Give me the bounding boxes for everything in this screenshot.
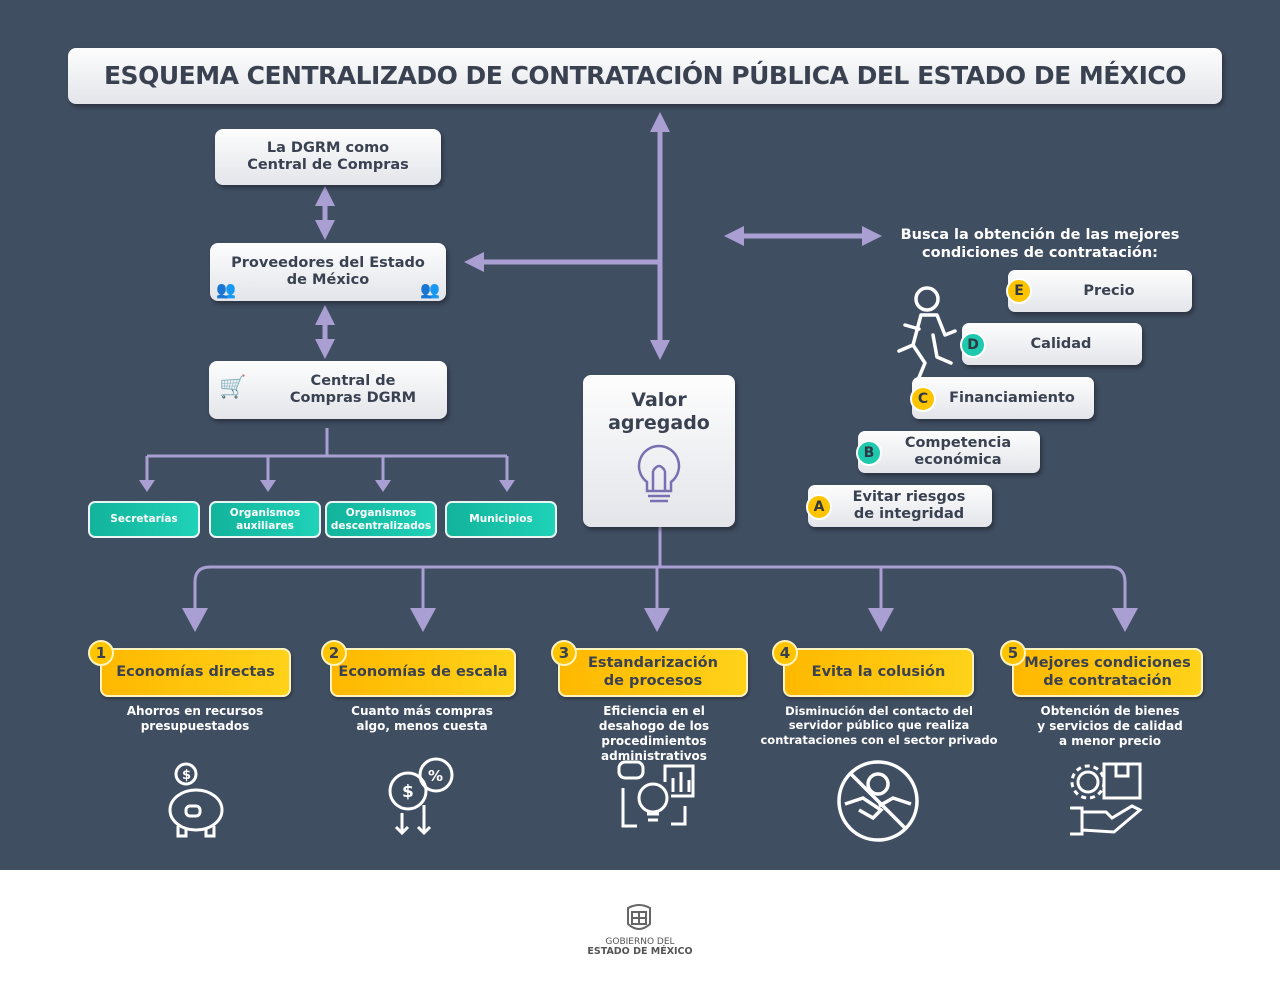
page-title: ESQUEMA CENTRALIZADO DE CONTRATACIÓN PÚB…: [68, 48, 1222, 104]
entity-municipios: Municipios: [445, 501, 557, 538]
discount-icon: $%: [388, 757, 454, 836]
people-icon: 👥: [420, 279, 440, 299]
step-letter-d: D: [960, 332, 986, 358]
benefit-2-desc: Cuanto más compras algo, menos cuesta: [351, 704, 493, 733]
tree-lines: [145, 428, 509, 482]
benefit-5-title: Mejores condiciones de contratación: [1012, 648, 1203, 697]
step-calidad: Calidad: [962, 323, 1142, 365]
connector-arrows: [139, 112, 1138, 632]
hand-box-gear-icon: [1070, 762, 1143, 836]
benefit-5-desc: Obtención de bienes y servicios de calid…: [1037, 704, 1183, 748]
store-cart-icon: 🛒: [219, 375, 247, 400]
benefit-4-number: 4: [772, 640, 798, 666]
step-label: Calidad: [1030, 335, 1092, 352]
footer-line2: ESTADO DE MÉXICO: [587, 946, 693, 958]
benefit-2-number: 2: [321, 640, 347, 666]
proveedores-box: Proveedores del Estado de México 👥 👥: [210, 243, 446, 301]
benefit-4-desc: Disminución del contacto del servidor pú…: [760, 704, 998, 747]
benefit-1-title: Economías directas: [100, 648, 291, 697]
people-icon: 👥: [216, 279, 236, 299]
step-financiamiento: Financiamiento: [912, 377, 1094, 419]
footer-line1: GOBIERNO DEL: [605, 937, 675, 947]
conditions-header: Busca la obtención de las mejores condic…: [900, 227, 1180, 262]
step-letter-c: C: [910, 386, 936, 412]
footer: GOBIERNO DEL ESTADO DE MÉXICO: [0, 870, 1280, 991]
valor-agregado-label: Valor agregado: [608, 389, 710, 434]
footer-logo-text: GOBIERNO DEL ESTADO DE MÉXICO: [560, 937, 720, 958]
step-evitar-riesgos: Evitar riesgos de integridad: [808, 485, 992, 527]
benefit-3-desc: Eficiencia en el desahogo de los procedi…: [598, 704, 710, 763]
entity-organismos-auxiliares: Organismos auxiliares: [209, 501, 321, 538]
proveedores-label: Proveedores del Estado de México: [231, 254, 425, 288]
step-precio: Precio: [1008, 270, 1192, 312]
svg-text:$: $: [182, 768, 191, 783]
benefit-1-desc: Ahorros en recursos presupuestados: [126, 704, 264, 733]
entity-organismos-descentralizados: Organismos descentralizados: [325, 501, 437, 538]
step-label: Precio: [1083, 282, 1135, 299]
process-idea-icon: [617, 760, 695, 828]
benefits-branch-lines: [193, 527, 1127, 610]
benefit-5-title-text: Mejores condiciones de contratación: [1024, 655, 1191, 689]
lightbulb-icon: [637, 444, 681, 502]
entity-secretarias: Secretarías: [88, 501, 200, 538]
benefit-2-title: Economías de escala: [330, 648, 516, 697]
no-bribe-icon: [837, 760, 919, 842]
benefit-3-number: 3: [551, 640, 577, 666]
valor-agregado-box: Valor agregado: [583, 375, 735, 527]
step-label: Evitar riesgos de integridad: [852, 489, 966, 522]
government-seal-logo: [627, 904, 651, 930]
benefit-4-title: Evita la colusión: [783, 648, 974, 697]
step-letter-a: A: [806, 494, 832, 520]
central-label: Central de Compras DGRM: [289, 372, 417, 406]
piggy-bank-icon: $: [168, 762, 224, 838]
person-climbing-icon: [897, 286, 957, 389]
dgrm-label: La DGRM como Central de Compras: [247, 139, 409, 173]
svg-text:%: %: [428, 767, 443, 785]
benefit-3-title: Estandarización de procesos: [558, 648, 748, 697]
step-label: Financiamiento: [949, 389, 1075, 406]
step-letter-b: B: [856, 440, 882, 466]
benefit-1-number: 1: [88, 640, 114, 666]
benefit-3-title-text: Estandarización de procesos: [588, 655, 718, 689]
central-compras-box: 🛒 Central de Compras DGRM: [209, 361, 447, 419]
step-letter-e: E: [1006, 278, 1032, 304]
step-competencia: Competencia económica: [858, 431, 1040, 473]
dgrm-central-box: La DGRM como Central de Compras: [215, 129, 441, 185]
svg-text:$: $: [402, 782, 414, 802]
step-label: Competencia económica: [904, 435, 1012, 468]
benefit-5-number: 5: [1000, 640, 1026, 666]
